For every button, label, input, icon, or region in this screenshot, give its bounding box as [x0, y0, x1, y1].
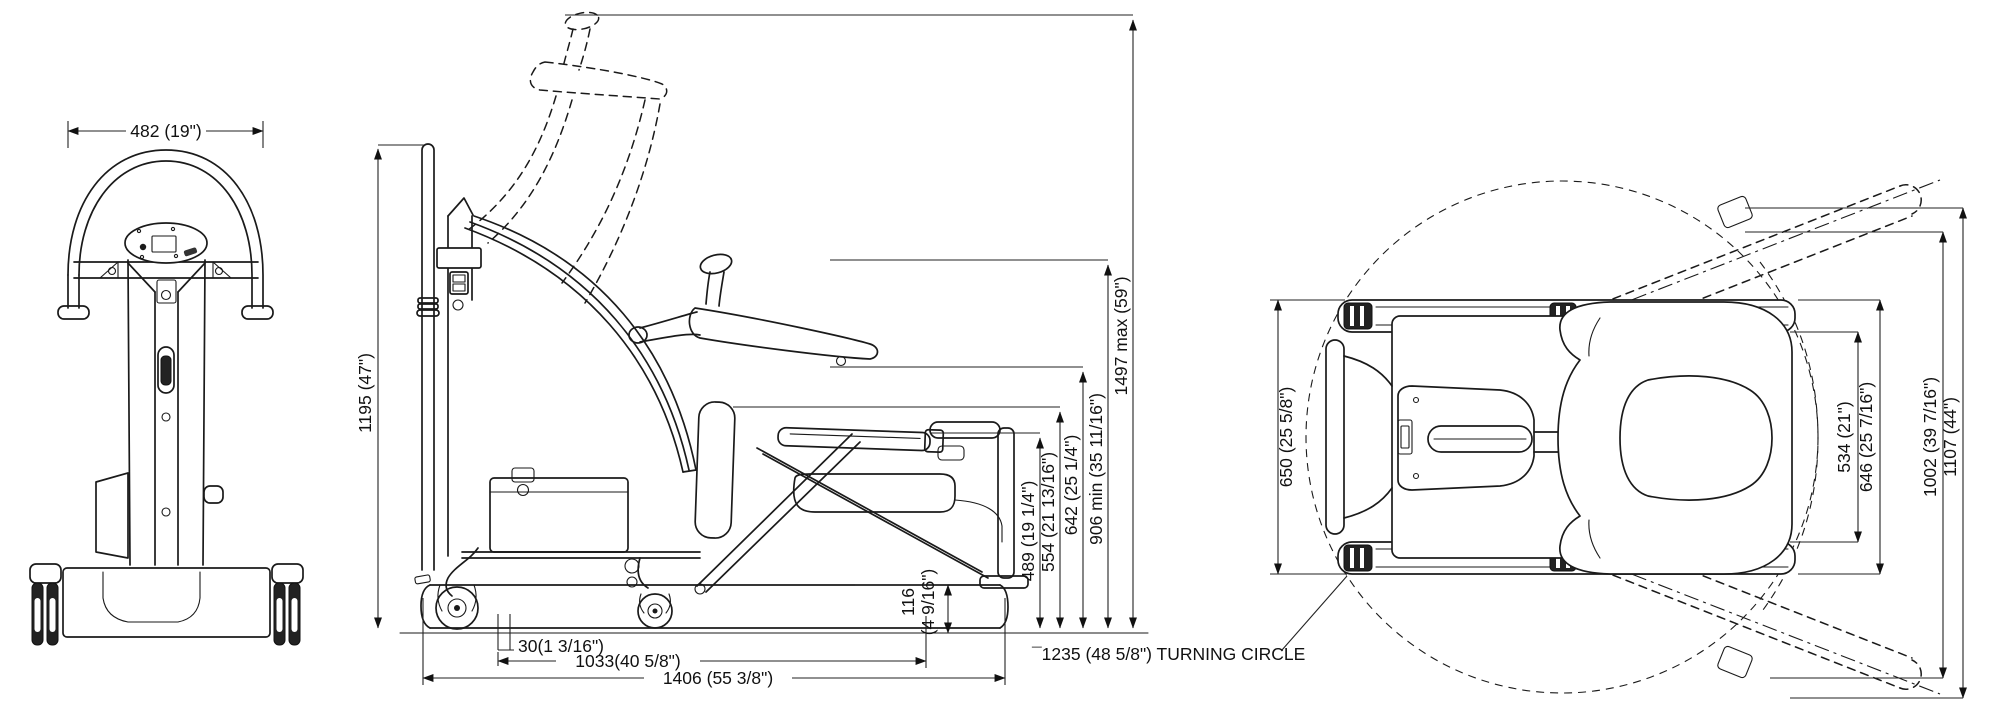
brake-lever [414, 574, 431, 585]
push-handle-plan [1325, 339, 1345, 535]
dim-chassis-mm-label: 116 [898, 588, 918, 616]
dim-seat-max-label: 1497 max (59") [1111, 276, 1131, 395]
strut-rear [696, 433, 861, 593]
dim-base-width-label: 650 (25 5/8") [1276, 387, 1296, 488]
control-box [449, 271, 469, 295]
chassis-plan [1325, 315, 1611, 559]
dim-armrest-height-label: 642 (25 1/4") [1061, 435, 1081, 536]
mast-side [416, 143, 482, 571]
spread-leg-bottom-dashed [1579, 539, 1941, 695]
motor-housing-plan [1397, 385, 1535, 491]
dim-base-length-label: 1033(40 5/8") [575, 651, 680, 671]
dim-seat-surface-label: 489 (19 1/4") [1018, 481, 1038, 582]
battery-box [489, 477, 629, 553]
dim-front-width-label: 482 (19") [130, 121, 201, 141]
connector-port [183, 247, 198, 257]
handle-foot-left [57, 305, 90, 320]
arc-arm [464, 215, 697, 473]
dim-spread-inner-label: 1002 (39 7/16") [1920, 377, 1940, 497]
side-panel [95, 472, 129, 559]
seat-plan [1557, 301, 1793, 575]
power-button [139, 243, 147, 251]
caster-rear-side [637, 593, 673, 629]
top-view: 650 (25 5/8") 534 (21") 646 (25 7/16") 1… [1031, 179, 1967, 699]
display-screen [151, 235, 177, 253]
joystick-knob [699, 253, 733, 275]
caster-front-side [414, 574, 479, 630]
front-caster-right [271, 563, 304, 646]
raised-position-dashed [467, 11, 668, 304]
push-handle-arc [57, 149, 274, 320]
dim-seat-min-label: 906 min (35 11/16") [1086, 393, 1106, 545]
control-head [124, 222, 208, 264]
display-plan [1397, 419, 1413, 455]
spread-leg-top-dashed [1579, 179, 1941, 335]
dim-spread-outer-label: 1107 (44") [1940, 397, 1960, 477]
front-width-dimension: 482 (19") [67, 121, 264, 148]
side-view: 1195 (47") 1497 max (59") 906 min (35 11… [355, 11, 1149, 688]
raised-armrest [529, 61, 668, 100]
raised-joystick-knob [564, 11, 600, 31]
mast-bracket [436, 247, 482, 269]
grip-slot [157, 346, 175, 394]
backrest-pad [694, 401, 736, 539]
handle-foot-right [241, 305, 274, 320]
armrest-pad [688, 307, 879, 360]
dim-turning-circle-label: ¯1235 (48 5/8") TURNING CIRCLE [1031, 644, 1305, 664]
seat-opening [1619, 375, 1773, 501]
dim-overall-length-label: 1406 (55 3/8") [663, 668, 773, 688]
side-knob [203, 485, 224, 504]
dim-chassis-in-label: (4 9/16") [918, 569, 938, 636]
spread-caster-bottom [1717, 645, 1753, 679]
front-base [62, 567, 271, 638]
spread-caster-top [1717, 195, 1753, 229]
front-caster-left [29, 563, 62, 646]
top-dimensions: 650 (25 5/8") 534 (21") 646 (25 7/16") 1… [1031, 207, 1967, 699]
dim-legs-outer-label: 646 (25 7/16") [1856, 382, 1876, 492]
front-view: 482 (19") [29, 121, 304, 646]
side-dimensions: 1195 (47") 1497 max (59") 906 min (35 11… [355, 14, 1137, 688]
strut-front [756, 447, 989, 579]
mast-front [95, 259, 224, 566]
dim-backrest-height-label: 554 (21 13/16") [1038, 452, 1058, 572]
armrest-assembly [628, 253, 879, 367]
front-handle [929, 421, 1001, 439]
dim-legs-inner-label: 534 (21") [1834, 401, 1854, 472]
front-post [997, 427, 1015, 579]
turning-circle-leader [1281, 575, 1348, 651]
seat-assembly [461, 401, 1029, 595]
crossbar [73, 261, 259, 279]
actuator [777, 426, 945, 453]
dim-ground-offset-label: 30(1 3/16") [518, 636, 604, 656]
seat-plate [461, 551, 701, 559]
seat-cushion [792, 473, 956, 513]
dim-mast-height-label: 1195 (47") [355, 353, 375, 433]
